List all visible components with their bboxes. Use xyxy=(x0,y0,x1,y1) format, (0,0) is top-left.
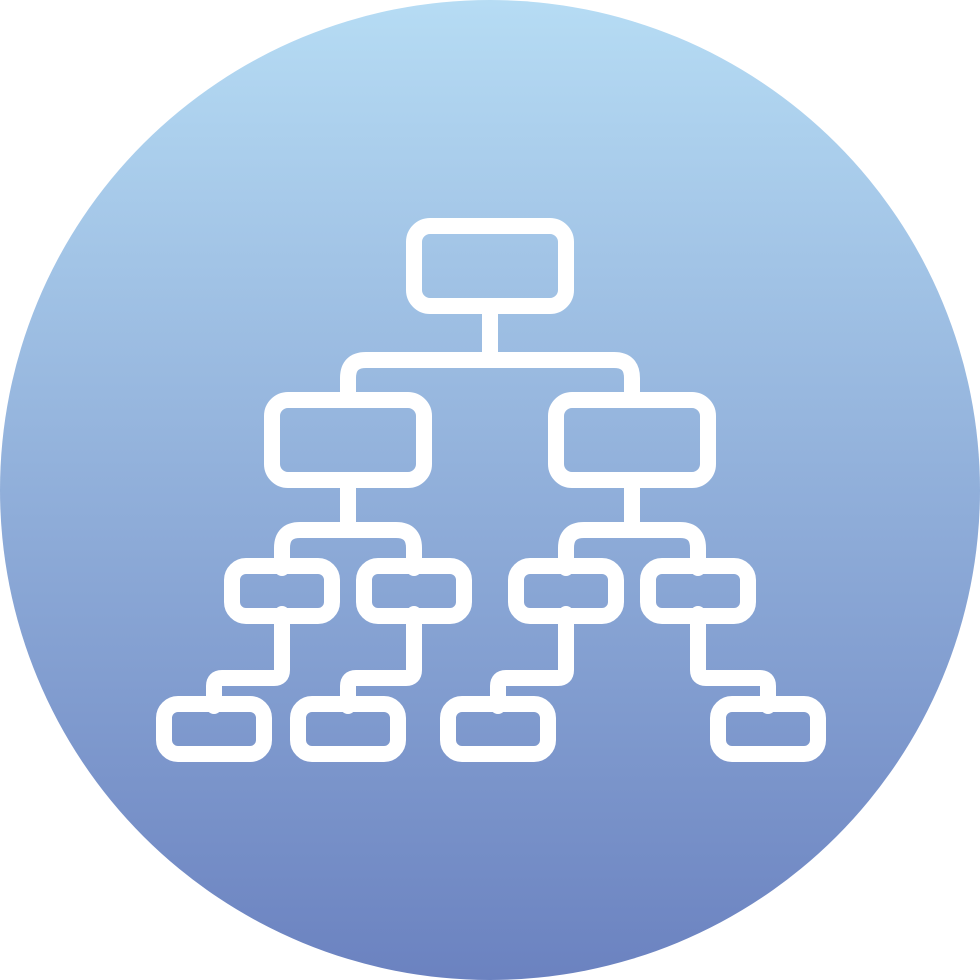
level3-node-box-3 xyxy=(440,696,556,762)
root-node-box xyxy=(406,218,574,314)
level1-right-node-box xyxy=(548,392,716,488)
org-chart-glyph xyxy=(156,218,826,762)
level1-left-node-box xyxy=(264,392,432,488)
level3-node-box-2 xyxy=(290,696,406,762)
connector-leaf-2 xyxy=(340,606,422,714)
level3-node-box-4 xyxy=(710,696,826,762)
level2-node-box-1 xyxy=(224,558,340,624)
level2-node-box-4 xyxy=(640,558,756,624)
level2-node-box-3 xyxy=(508,558,624,624)
connector-leaf-4 xyxy=(690,606,776,714)
level3-node-box-1 xyxy=(156,696,272,762)
connector-leaf-1 xyxy=(206,606,290,714)
level2-node-box-2 xyxy=(356,558,472,624)
connector-leaf-3 xyxy=(490,606,574,714)
